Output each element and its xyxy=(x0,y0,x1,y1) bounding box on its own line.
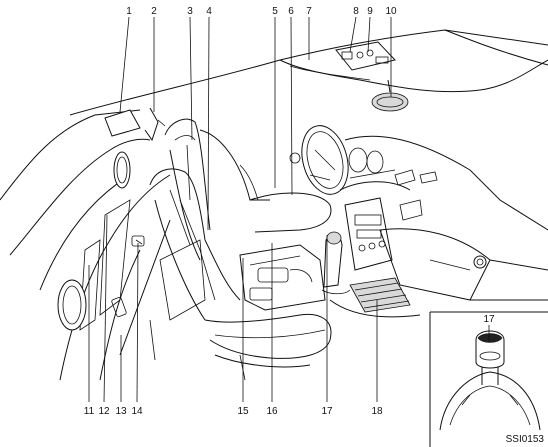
callout-numbers: 1 2 3 4 5 6 7 8 9 10 11 12 13 14 15 16 1… xyxy=(84,6,495,417)
steering-wheel xyxy=(289,125,349,195)
driver-seat xyxy=(199,129,332,233)
leader-lines xyxy=(88,16,490,403)
callout-11: 11 xyxy=(84,406,95,417)
figure-code: SSI0153 xyxy=(506,434,545,445)
leader-14 xyxy=(136,242,139,403)
callout-6: 6 xyxy=(288,6,294,17)
rearview-mirror xyxy=(371,79,409,112)
leader-1 xyxy=(119,16,130,113)
shift-lever xyxy=(321,231,351,295)
rear-seat xyxy=(164,118,211,261)
leader-3 xyxy=(189,16,193,141)
callout-1: 1 xyxy=(126,6,132,17)
inset-callout-17: 17 xyxy=(483,314,495,325)
leader-9 xyxy=(367,16,371,53)
center-console xyxy=(239,244,326,311)
leader-6 xyxy=(290,16,293,196)
leader-4 xyxy=(207,16,210,231)
passenger-seat xyxy=(149,168,332,381)
callout-16: 16 xyxy=(266,406,278,417)
callout-14: 14 xyxy=(131,406,143,417)
callout-8: 8 xyxy=(353,6,359,17)
callout-5: 5 xyxy=(272,6,278,17)
roof-headliner xyxy=(69,29,548,116)
dashboard xyxy=(339,135,548,301)
callout-7: 7 xyxy=(306,6,312,17)
callout-10: 10 xyxy=(385,6,397,17)
pillar-and-belt xyxy=(104,107,166,142)
callout-12: 12 xyxy=(98,406,110,417)
left-door-panel xyxy=(0,109,206,381)
callout-2: 2 xyxy=(151,6,157,17)
callout-3: 3 xyxy=(187,6,193,17)
floor-mat xyxy=(329,277,421,318)
callout-4: 4 xyxy=(206,6,212,17)
callout-18: 18 xyxy=(371,406,383,417)
leader-12 xyxy=(103,214,108,403)
callout-15: 15 xyxy=(237,406,249,417)
callout-9: 9 xyxy=(367,6,373,17)
leader-8 xyxy=(349,16,357,53)
shift-knob-inset xyxy=(429,311,548,447)
callout-17: 17 xyxy=(321,406,333,417)
callout-13: 13 xyxy=(115,406,127,417)
